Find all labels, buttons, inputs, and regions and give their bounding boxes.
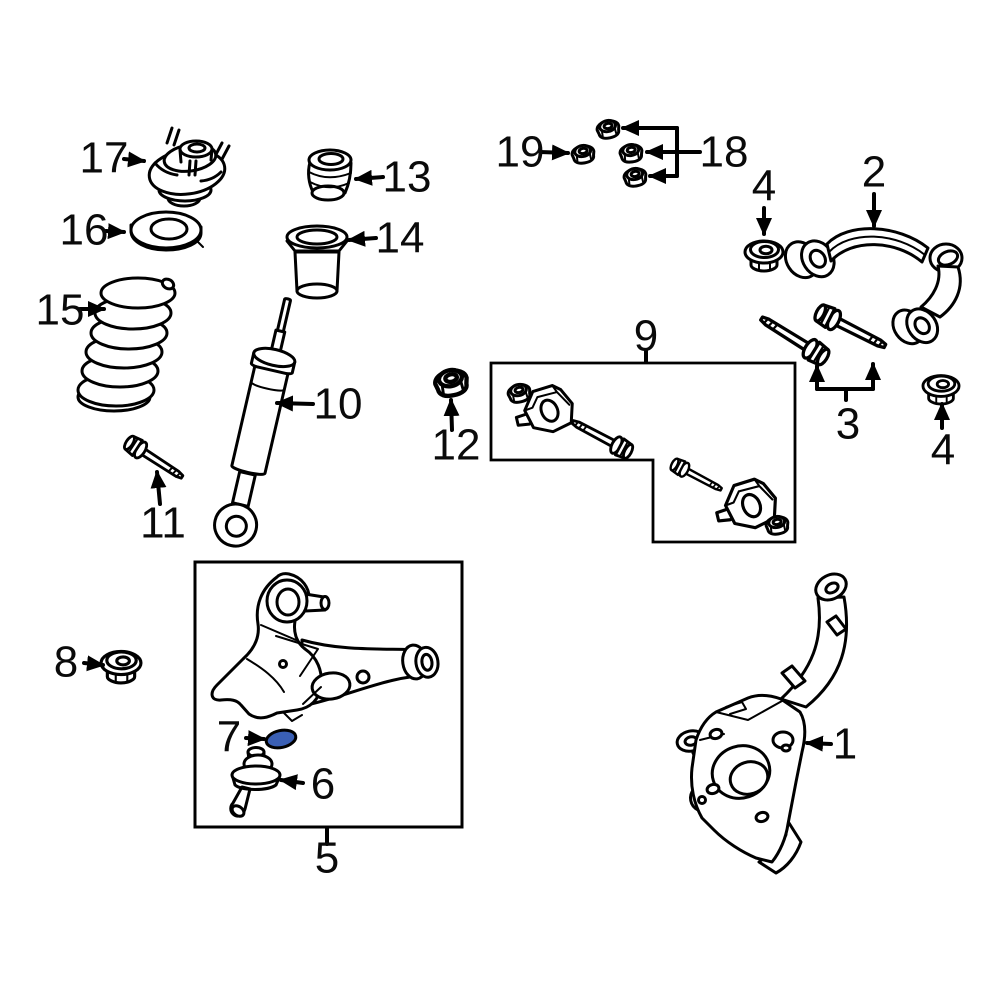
callout-2[interactable]: 2 [862, 148, 886, 197]
part-upper-arm-nut-rear[interactable] [921, 374, 961, 406]
part-steering-knuckle[interactable] [675, 569, 851, 875]
callout-arrows [78, 120, 950, 846]
callout-17[interactable]: 17 [80, 134, 129, 183]
callout-8[interactable]: 8 [54, 638, 78, 687]
part-spring-insulator[interactable] [129, 210, 204, 252]
callout-19[interactable]: 19 [496, 128, 545, 177]
part-shock-absorber[interactable] [210, 294, 308, 550]
part-lower-arm-assembly[interactable] [193, 560, 464, 829]
callout-7[interactable]: 7 [217, 713, 241, 762]
callout-12[interactable]: 12 [432, 421, 481, 470]
part-shock-bolt[interactable] [120, 431, 189, 486]
callout-1[interactable]: 1 [833, 720, 857, 769]
part-coil-spring[interactable] [76, 276, 177, 413]
part-dust-boot[interactable] [285, 224, 349, 300]
part-cam-bolt-kit[interactable] [489, 361, 797, 544]
callout-18[interactable]: 18 [700, 128, 749, 177]
part-strut-rod-nut[interactable] [569, 142, 598, 167]
callout-11[interactable]: 11 [140, 499, 186, 548]
callout-16[interactable]: 16 [60, 206, 109, 255]
callout-13[interactable]: 13 [383, 153, 432, 202]
part-ball-joint[interactable] [229, 746, 282, 819]
callout-4b[interactable]: 4 [931, 426, 955, 475]
part-upper-arm-bolts[interactable] [754, 300, 892, 370]
snap-ring-highlight[interactable] [264, 728, 298, 751]
part-snap-ring[interactable] [264, 728, 298, 751]
callout-6[interactable]: 6 [311, 760, 335, 809]
callout-4a[interactable]: 4 [752, 162, 776, 211]
part-cam-nut[interactable] [433, 367, 469, 398]
callout-10[interactable]: 10 [314, 380, 363, 429]
callout-9[interactable]: 9 [634, 312, 658, 361]
callout-14[interactable]: 14 [376, 214, 425, 263]
part-jounce-bumper[interactable] [307, 148, 353, 202]
callout-3[interactable]: 3 [836, 400, 860, 449]
part-upper-control-arm[interactable] [779, 227, 964, 355]
callout-labels: 1 2 3 4 4 5 6 7 8 9 10 11 12 13 14 15 16… [36, 128, 956, 883]
part-strut-mount[interactable] [146, 126, 231, 208]
callout-15[interactable]: 15 [36, 286, 85, 335]
part-upper-arm-nut-front[interactable] [743, 239, 785, 273]
callout-5[interactable]: 5 [315, 834, 339, 883]
part-lower-arm-nut[interactable] [99, 649, 143, 685]
